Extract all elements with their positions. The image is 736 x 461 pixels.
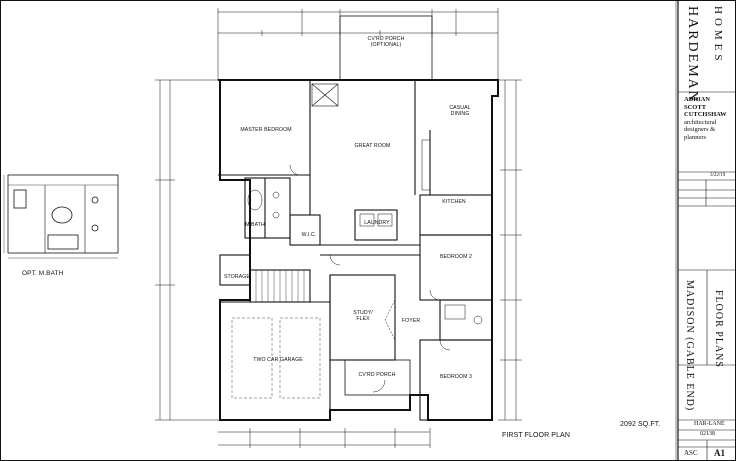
project-name: MADISON (GABLE END) [684, 280, 695, 412]
room-label-foyer: FOYER [401, 318, 421, 324]
casual-dining-text: CASUAL [449, 105, 471, 111]
job-number: 02138 [700, 431, 715, 437]
lot-name: HAR-LANE [694, 421, 725, 427]
room-label-garage: TWO CAR GARAGE [253, 357, 303, 363]
study-text-2: FLEX [356, 316, 370, 322]
garage-bay [231, 317, 321, 399]
dimension-lines [155, 8, 522, 448]
room-label-bedroom-3: BEDROOM 3 [439, 374, 473, 380]
room-label-kitchen: KITCHEN [442, 199, 466, 205]
opt-master-bath-label: OPT. M.BATH [22, 270, 64, 277]
fireplace [311, 83, 339, 107]
designer-name: ADRIAN SCOTT CUTCHSHAW architectural des… [684, 96, 727, 141]
door-swings [289, 164, 451, 393]
designer-name-3: CUTCHSHAW [684, 111, 727, 118]
stair-treads [255, 270, 305, 302]
room-label-bedroom-2: BEDROOM 2 [439, 254, 473, 260]
room-label-storage: STORAGE [224, 274, 250, 280]
designer-name-4: architectural [684, 118, 717, 126]
covered-porch-top-note: (OPTIONAL) [370, 42, 402, 48]
casual-dining-text-2: DINING [450, 111, 470, 117]
title-block-brand-2: HOMES [712, 6, 724, 65]
room-label-great-room: GREAT ROOM [354, 143, 391, 149]
designer-name-2: SCOTT [684, 103, 707, 111]
room-label-master-bath: M.BATH [245, 222, 265, 228]
room-label-wic: W.I.C. [301, 232, 317, 238]
room-label-covered-porch-front: CV'RD PORCH [358, 372, 396, 378]
designer-name-6: planners [684, 133, 707, 141]
covered-porch-top-text: CV'RD PORCH [367, 36, 405, 42]
designer-name-5: designers & [684, 126, 716, 133]
opt-master-bath-inset [3, 174, 119, 259]
designer-name-1: ADRIAN [684, 96, 710, 103]
title-block-lines [678, 91, 736, 461]
room-label-master-bedroom: MASTER BEDROOM [240, 127, 292, 133]
room-label-study: STUDY/ FLEX [345, 310, 381, 322]
room-label-laundry: LAUNDRY [364, 220, 390, 226]
title-block-brand: HARDEMAN [685, 6, 700, 103]
square-footage: 2092 SQ.FT. [620, 421, 661, 428]
study-text: STUDY/ [353, 310, 373, 316]
drawing-date: 3/22/19 [710, 173, 726, 178]
bath-fixtures [247, 139, 483, 325]
sheet-title: FLOOR PLANS [713, 290, 724, 368]
drawn-by: ASC [684, 449, 698, 457]
plan-title: FIRST FLOOR PLAN [502, 432, 570, 439]
room-label-covered-porch-top: CV'RD PORCH (OPTIONAL) [360, 36, 412, 48]
room-label-casual-dining: CASUAL DINING [440, 105, 480, 117]
sheet-number: A1 [714, 448, 725, 458]
